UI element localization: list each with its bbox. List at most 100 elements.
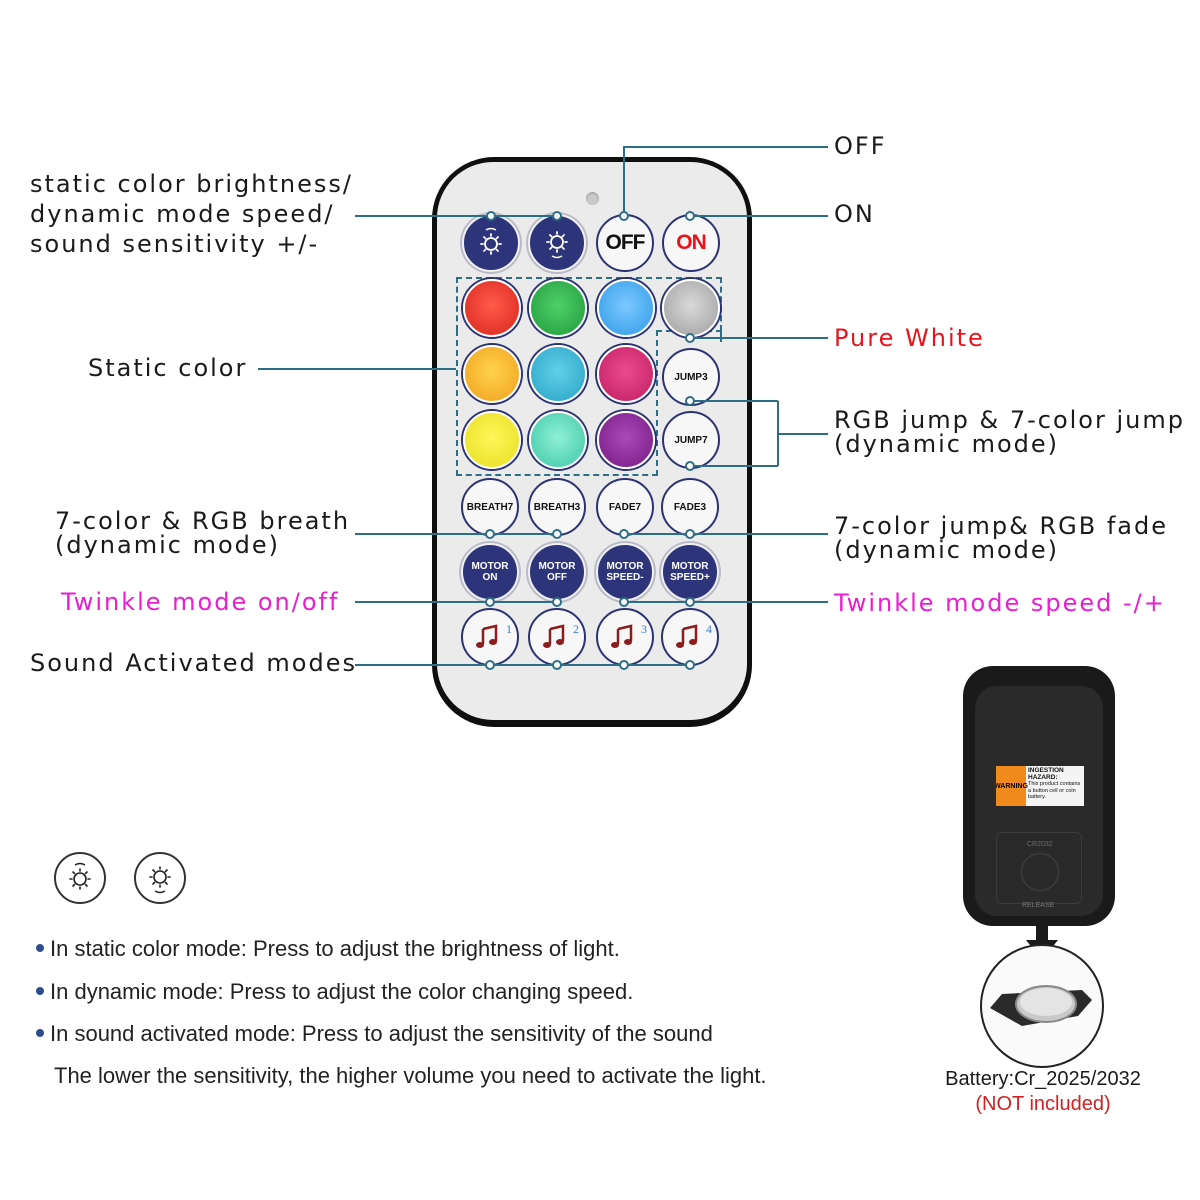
label-brightness-line1: static color brightness/ — [30, 170, 353, 198]
color-yellow-button[interactable] — [463, 411, 521, 469]
color-purple-button[interactable] — [597, 411, 655, 469]
on-button[interactable]: ON — [662, 214, 720, 272]
sound-mode-3-number: 3 — [641, 622, 647, 636]
sound-mode-4-button[interactable]: 4 — [661, 608, 719, 666]
music-note-icon — [676, 624, 698, 648]
label-brightness-line2: dynamic mode speed/ — [30, 200, 335, 228]
bullet-dot — [36, 1029, 44, 1038]
off-button[interactable]: OFF — [596, 214, 654, 272]
label-static-color: Static color — [88, 354, 248, 382]
jump3-label: JUMP3 — [674, 371, 708, 383]
on-button-label: ON — [676, 231, 706, 254]
motor-speed-up-label-1: MOTOR — [671, 561, 709, 572]
static-color-group-outline-lower — [456, 330, 658, 476]
fade3-label: FADE3 — [673, 501, 707, 513]
battery-slot — [1021, 853, 1059, 891]
music-note-icon — [476, 624, 498, 648]
sound-mode-3-button[interactable]: 3 — [596, 608, 654, 666]
hazard-text-block: INGESTION HAZARD: This product contains … — [1026, 766, 1084, 806]
off-button-label: OFF — [605, 231, 646, 254]
label-off: OFF — [834, 132, 887, 160]
hazard-title: INGESTION HAZARD: — [1028, 767, 1064, 781]
label-sound-modes: Sound Activated modes — [30, 649, 357, 677]
brightness-up-icon-sample — [54, 852, 106, 904]
label-twinkle-onoff: Twinkle mode on/off — [61, 588, 340, 616]
fade3-button[interactable]: FADE3 — [661, 478, 719, 536]
bullet-text: In dynamic mode: Press to adjust the col… — [50, 979, 634, 1004]
color-mint-button[interactable] — [529, 411, 587, 469]
static-color-group-outline — [456, 277, 722, 331]
breath7-label: BREATH7 — [466, 501, 514, 513]
hazard-text: This product contains a button cell or c… — [1028, 781, 1081, 800]
color-cyan-button[interactable] — [529, 345, 587, 403]
bullet-dynamic-mode: In dynamic mode: Press to adjust the col… — [36, 979, 633, 1005]
motor-speed-down-button[interactable]: MOTOR SPEED- — [596, 543, 654, 601]
jump7-button[interactable]: JUMP7 — [662, 411, 720, 469]
label-rgb-jump-line1: RGB jump & 7-color jump — [834, 406, 1185, 434]
sun-down-icon — [149, 866, 171, 894]
bullet-text: In static color mode: Press to adjust th… — [50, 936, 620, 961]
battery-door: CR2032 — [996, 832, 1082, 904]
sound-mode-2-number: 2 — [573, 622, 579, 636]
ingestion-warning-label: WARNING INGESTION HAZARD: This product c… — [996, 766, 1084, 806]
fade7-button[interactable]: FADE7 — [596, 478, 654, 536]
label-breath-line1: 7-color & RGB breath — [55, 507, 351, 535]
bullet-text: In sound activated mode: Press to adjust… — [50, 1021, 713, 1046]
motor-on-button[interactable]: MOTOR ON — [461, 543, 519, 601]
release-label: RELEASE — [1022, 902, 1055, 909]
motor-speed-down-label-1: MOTOR — [606, 561, 644, 572]
sound-mode-2-button[interactable]: 2 — [528, 608, 586, 666]
color-white-button[interactable] — [662, 279, 720, 337]
bullet-dot — [36, 944, 44, 953]
label-twinkle-speed: Twinkle mode speed -/+ — [834, 589, 1166, 617]
battery-not-included: (NOT included) — [975, 1093, 1111, 1115]
sun-down-icon — [546, 231, 568, 259]
brightness-down-button[interactable] — [528, 214, 586, 272]
music-note-icon — [543, 624, 565, 648]
color-blue-button[interactable] — [597, 279, 655, 337]
sound-mode-4-number: 4 — [706, 622, 712, 636]
warning-tag: WARNING — [996, 766, 1028, 806]
battery-caption: Battery:Cr_2025/2032 — [945, 1068, 1141, 1090]
motor-speed-up-button[interactable]: MOTOR SPEED+ — [661, 543, 719, 601]
bullet-static-mode: In static color mode: Press to adjust th… — [36, 936, 620, 962]
label-pure-white: Pure White — [834, 324, 985, 352]
motor-speed-down-label-2: SPEED- — [606, 572, 644, 583]
sun-up-icon — [480, 227, 502, 255]
bullet-text: The lower the sensitivity, the higher vo… — [54, 1063, 767, 1088]
sound-mode-1-button[interactable]: 1 — [461, 608, 519, 666]
label-breath-line2: (dynamic mode) — [55, 531, 281, 559]
motor-off-label-2: OFF — [547, 572, 567, 583]
sun-up-icon — [69, 862, 91, 890]
sound-mode-1-number: 1 — [506, 622, 512, 636]
color-pink-button[interactable] — [597, 345, 655, 403]
fade7-label: FADE7 — [608, 501, 642, 513]
label-fade-line2: (dynamic mode) — [834, 536, 1060, 564]
music-note-icon — [611, 624, 633, 648]
coin-battery-icon — [990, 985, 1092, 1026]
label-fade-line1: 7-color jump& RGB fade — [834, 512, 1169, 540]
motor-on-label-1: MOTOR — [471, 561, 509, 572]
jump3-button[interactable]: JUMP3 — [662, 348, 720, 406]
motor-speed-up-label-2: SPEED+ — [670, 572, 710, 583]
label-rgb-jump-line2: (dynamic mode) — [834, 430, 1060, 458]
color-green-button[interactable] — [529, 279, 587, 337]
ir-emitter — [586, 192, 599, 205]
brightness-up-button[interactable] — [462, 214, 520, 272]
label-brightness-line3: sound sensitivity +/- — [30, 230, 320, 258]
breath7-button[interactable]: BREATH7 — [461, 478, 519, 536]
motor-off-button[interactable]: MOTOR OFF — [528, 543, 586, 601]
breath3-button[interactable]: BREATH3 — [528, 478, 586, 536]
brightness-down-icon-sample — [134, 852, 186, 904]
bullet-sound-mode: In sound activated mode: Press to adjust… — [36, 1021, 713, 1047]
bullet-dot — [36, 987, 44, 996]
motor-off-label-1: MOTOR — [538, 561, 576, 572]
jump7-label: JUMP7 — [674, 434, 708, 446]
motor-on-label-2: ON — [482, 572, 498, 583]
color-red-button[interactable] — [463, 279, 521, 337]
battery-detail-circle — [980, 944, 1104, 1068]
color-amber-button[interactable] — [463, 345, 521, 403]
bullet-sensitivity-note: The lower the sensitivity, the higher vo… — [54, 1063, 767, 1089]
battery-cell-label: CR2032 — [1027, 841, 1053, 848]
breath3-label: BREATH3 — [533, 501, 581, 513]
